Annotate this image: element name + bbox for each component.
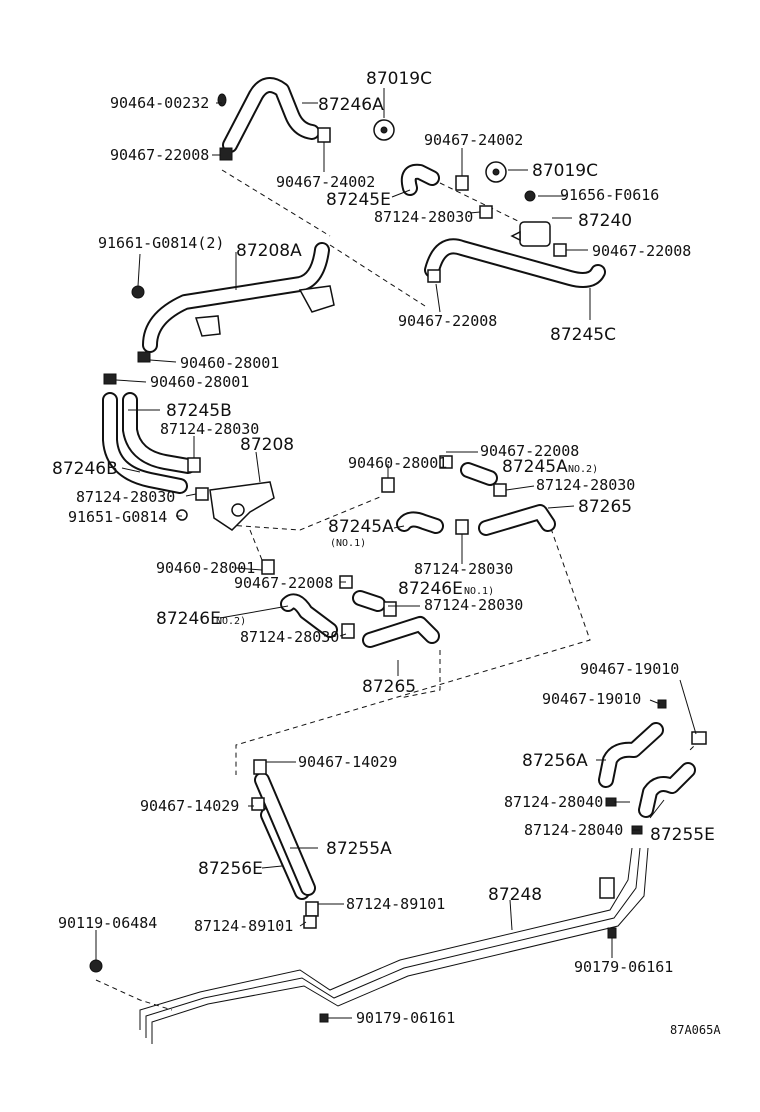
label-87124-89101-a: 87124-89101 — [346, 895, 445, 913]
label-90464-00232: 90464-00232 — [110, 94, 209, 112]
label-90179-06161-b: 90179-06161 — [356, 1009, 455, 1027]
label-90467-19010-a: 90467-19010 — [580, 660, 679, 678]
hose-87256a — [598, 722, 664, 788]
label-90467-19010-b: 90467-19010 — [542, 690, 641, 708]
label-87124-28040-b: 87124-28040 — [524, 821, 623, 839]
label-90467-22008-d: 90467-22008 — [480, 442, 579, 460]
label-87124-28030-e: 87124-28030 — [414, 560, 513, 578]
label-87265-upper: 87265 — [578, 497, 632, 517]
label-91656-f0616: 91656-F0616 — [560, 186, 659, 204]
label-87245a-no2: 87245A — [502, 457, 568, 477]
label-87245c: 87245C — [550, 325, 616, 345]
label-87124-28030-d: 87124-28030 — [536, 476, 635, 494]
hose-87245c — [424, 238, 606, 288]
hose-87246e-no2 — [280, 593, 338, 638]
label-87124-28030-g: 87124-28030 — [240, 628, 339, 646]
valve-87240 — [510, 221, 551, 247]
label-87124-89101-b: 87124-89101 — [194, 917, 293, 935]
label-87255e: 87255E — [650, 825, 715, 845]
label-87245a-no1: 87245A — [328, 517, 394, 537]
label-87248: 87248 — [488, 885, 542, 905]
label-87246e-no1: 87246E — [398, 579, 463, 599]
pipe-87208 — [209, 481, 275, 531]
label-87124-28030-f: 87124-28030 — [424, 596, 523, 614]
pipe-87248 — [139, 847, 649, 1044]
label-87019c-mid: 87019C — [532, 161, 598, 181]
hose-87255e — [638, 762, 696, 818]
label-87019c-top: 87019C — [366, 69, 432, 89]
hose-87256e-87255a — [254, 772, 316, 900]
hose-87245e — [400, 163, 440, 196]
label-87124-28030-a: 87124-28030 — [374, 208, 473, 226]
label-87246b: 87246B — [52, 459, 118, 479]
label-87255a: 87255A — [326, 839, 392, 859]
label-91661-g0814: 91661-G0814(2) — [98, 234, 224, 252]
label-87246e-no2-suffix: NO.2) — [216, 616, 246, 627]
label-90467-24002-a: 90467-24002 — [276, 173, 375, 191]
hose-87246e-no1 — [352, 590, 386, 612]
hose-87245a-no1 — [396, 511, 444, 534]
label-87124-28040-a: 87124-28040 — [504, 793, 603, 811]
label-87245e: 87245E — [326, 190, 391, 210]
label-90467-24002-b: 90467-24002 — [424, 131, 523, 149]
pipe-87265-lower — [362, 616, 440, 648]
label-91651-g0814: 91651-G0814 — [68, 508, 167, 526]
label-87208: 87208 — [240, 435, 294, 455]
dashed-connections — [95, 169, 701, 1011]
label-87240: 87240 — [578, 211, 632, 231]
hose-87245a-no2 — [460, 462, 498, 486]
leaders — [95, 88, 697, 1019]
label-87208a: 87208A — [236, 241, 302, 261]
label-90467-14029-a: 90467-14029 — [298, 753, 397, 771]
label-87124-28030-c: 87124-28030 — [76, 488, 175, 506]
label-90460-28001-d: 90460-28001 — [156, 559, 255, 577]
label-90467-22008-a: 90467-22008 — [110, 146, 209, 164]
label-90460-28001-a: 90460-28001 — [180, 354, 279, 372]
label-90467-22008-b: 90467-22008 — [592, 242, 691, 260]
pipe-87208a — [142, 242, 335, 353]
label-90467-14029-b: 90467-14029 — [140, 797, 239, 815]
pipe-87265-upper — [478, 504, 556, 536]
label-87246e-no1-suffix: NO.1) — [464, 586, 494, 597]
label-90467-22008-c: 90467-22008 — [398, 312, 497, 330]
label-87245a-no2-suffix: NO.2) — [568, 464, 598, 475]
label-87124-28030-b: 87124-28030 — [160, 420, 259, 438]
label-90460-28001-c: 90460-28001 — [348, 454, 447, 472]
label-87256a: 87256A — [522, 751, 588, 771]
label-90179-06161-a: 90179-06161 — [574, 958, 673, 976]
part-labels: 90464-00232 87246A 87019C 90467-22008 90… — [52, 69, 721, 1037]
label-87265-lower: 87265 — [362, 677, 416, 697]
label-87245b: 87245B — [166, 401, 232, 421]
label-87246e-no2: 87246E — [156, 609, 221, 629]
hose-87246a — [222, 77, 320, 153]
hoses-87245b-87246b — [102, 392, 196, 494]
label-90460-28001-b: 90460-28001 — [150, 373, 249, 391]
diagram-code: 87A065A — [670, 1023, 721, 1037]
label-90119-06484: 90119-06484 — [58, 914, 157, 932]
label-87246a: 87246A — [318, 95, 384, 115]
label-90467-22008-e: 90467-22008 — [234, 574, 333, 592]
label-87256e: 87256E — [198, 859, 263, 879]
label-87245a-no1-suffix: (NO.1) — [330, 538, 366, 549]
